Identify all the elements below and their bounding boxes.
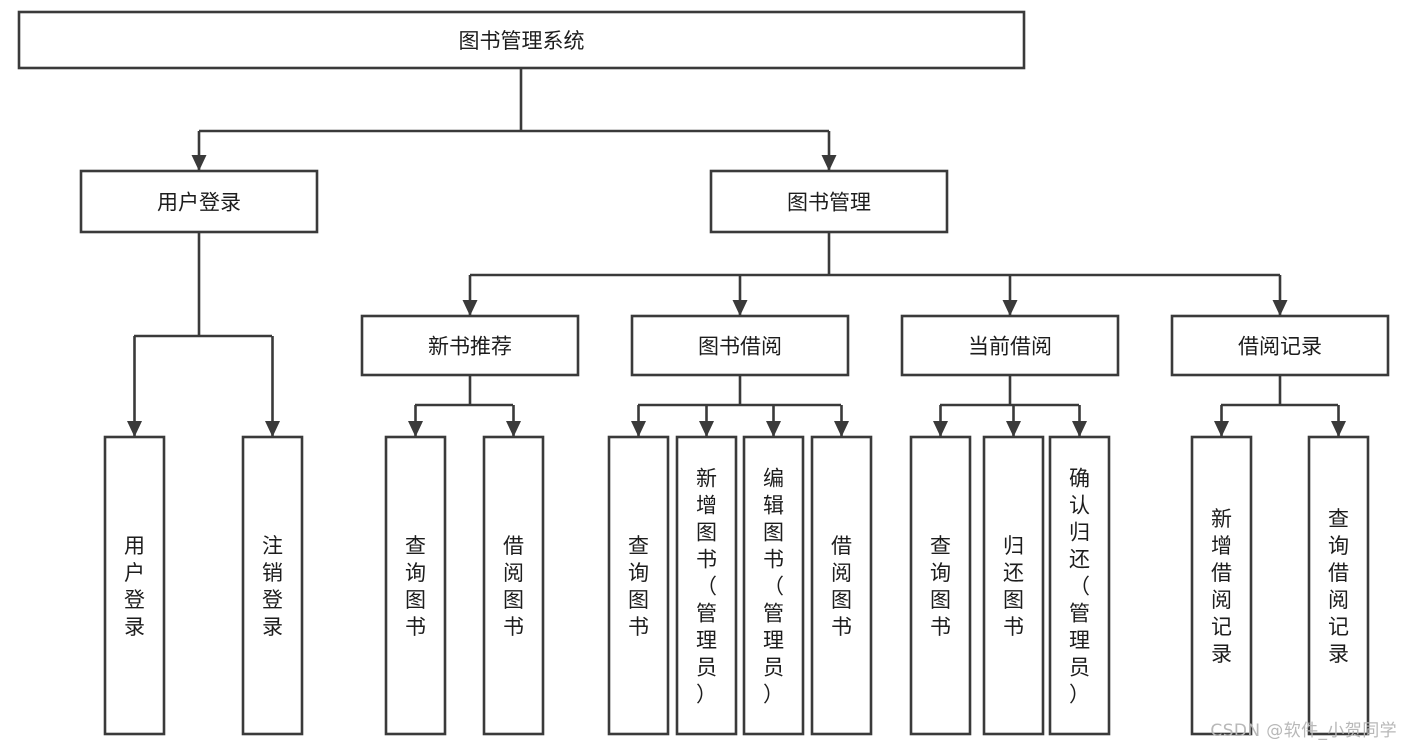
node-label: 新增图书（管理员） bbox=[696, 467, 717, 707]
connector-bus-current-borrow bbox=[940, 375, 1079, 407]
node-label: 新书推荐 bbox=[428, 335, 512, 359]
node-leaf-query-book-1[interactable]: 查询图书 bbox=[384, 435, 447, 736]
edge-book-management-to-book-borrow bbox=[732, 275, 748, 316]
node-label: 图书借阅 bbox=[698, 335, 782, 359]
edge-current-borrow-to-leaf-confirm-return bbox=[1072, 405, 1087, 437]
edge-current-borrow-to-leaf-return-book bbox=[1006, 405, 1021, 437]
node-leaf-confirm-return[interactable]: 确认归还（管理员） bbox=[1048, 435, 1111, 736]
edge-borrow-record-to-leaf-query-record bbox=[1331, 405, 1346, 437]
node-leaf-query-book-3[interactable]: 查询图书 bbox=[909, 435, 972, 736]
edge-new-book-recommend-to-leaf-borrow-book-1 bbox=[506, 405, 521, 437]
node-leaf-add-record[interactable]: 新增借阅记录 bbox=[1190, 435, 1253, 736]
node-label: 图书管理系统 bbox=[459, 29, 585, 53]
connector-bus-new-book bbox=[415, 375, 513, 407]
edge-book-management-to-borrow-record bbox=[1272, 275, 1288, 316]
node-leaf-query-book-2[interactable]: 查询图书 bbox=[607, 435, 670, 736]
node-user-login[interactable]: 用户登录 bbox=[79, 169, 319, 234]
edge-borrow-record-to-leaf-add-record bbox=[1214, 405, 1229, 437]
node-label: 查询借阅记录 bbox=[1328, 507, 1349, 666]
connector-bus-user-login bbox=[134, 232, 272, 338]
edge-book-management-to-current-borrow bbox=[1002, 275, 1018, 316]
nodes-layer: 图书管理系统用户登录图书管理新书推荐图书借阅当前借阅借阅记录用户登录注销登录查询… bbox=[17, 10, 1390, 736]
node-label: 借阅图书 bbox=[503, 534, 524, 639]
node-label: 用户登录 bbox=[124, 534, 145, 639]
node-book-management[interactable]: 图书管理 bbox=[709, 169, 949, 234]
connector-bus-root bbox=[199, 68, 829, 133]
node-label: 查询图书 bbox=[628, 534, 649, 639]
edge-book-management-to-new-book-recommend bbox=[462, 275, 478, 316]
edge-book-borrow-to-leaf-borrow-book-2 bbox=[834, 405, 849, 437]
node-leaf-edit-book[interactable]: 编辑图书（管理员） bbox=[742, 435, 805, 736]
node-leaf-logout[interactable]: 注销登录 bbox=[241, 435, 304, 736]
edge-user-login-to-leaf-user-login bbox=[127, 336, 142, 437]
node-leaf-add-book[interactable]: 新增图书（管理员） bbox=[675, 435, 738, 736]
node-label: 用户登录 bbox=[157, 191, 241, 215]
edge-book-borrow-to-leaf-add-book bbox=[699, 405, 714, 437]
node-label: 确认归还（管理员） bbox=[1069, 467, 1090, 707]
node-new-book-recommend[interactable]: 新书推荐 bbox=[360, 314, 580, 377]
node-leaf-user-login[interactable]: 用户登录 bbox=[103, 435, 166, 736]
edge-book-borrow-to-leaf-query-book-2 bbox=[631, 405, 646, 437]
node-label: 查询图书 bbox=[930, 534, 951, 639]
node-leaf-borrow-book-2[interactable]: 借阅图书 bbox=[810, 435, 873, 736]
node-label: 编辑图书（管理员） bbox=[763, 467, 784, 707]
node-borrow-record[interactable]: 借阅记录 bbox=[1170, 314, 1390, 377]
edge-new-book-recommend-to-leaf-query-book-1 bbox=[408, 405, 423, 437]
connector-bus-book-management bbox=[470, 232, 1280, 277]
edge-current-borrow-to-leaf-query-book-3 bbox=[933, 405, 948, 437]
connector-bus-borrow-record bbox=[1221, 375, 1338, 407]
node-label: 查询图书 bbox=[405, 534, 426, 639]
node-label: 新增借阅记录 bbox=[1211, 507, 1232, 666]
edge-root-to-book-management bbox=[821, 131, 837, 171]
node-label: 当前借阅 bbox=[968, 335, 1052, 359]
node-leaf-borrow-book-1[interactable]: 借阅图书 bbox=[482, 435, 545, 736]
node-label: 借阅图书 bbox=[831, 534, 852, 639]
node-label: 归还图书 bbox=[1003, 534, 1024, 639]
node-current-borrow[interactable]: 当前借阅 bbox=[900, 314, 1120, 377]
edge-root-to-user-login bbox=[191, 131, 207, 171]
edge-book-borrow-to-leaf-edit-book bbox=[766, 405, 781, 437]
connectors-layer bbox=[127, 68, 1346, 437]
node-leaf-query-record[interactable]: 查询借阅记录 bbox=[1307, 435, 1370, 736]
edge-user-login-to-leaf-logout bbox=[265, 336, 280, 437]
node-root[interactable]: 图书管理系统 bbox=[17, 10, 1026, 70]
node-label: 借阅记录 bbox=[1238, 335, 1322, 359]
node-leaf-return-book[interactable]: 归还图书 bbox=[982, 435, 1045, 736]
connector-bus-book-borrow bbox=[638, 375, 841, 407]
node-book-borrow[interactable]: 图书借阅 bbox=[630, 314, 850, 377]
node-label: 图书管理 bbox=[787, 191, 871, 215]
node-label: 注销登录 bbox=[262, 534, 283, 639]
